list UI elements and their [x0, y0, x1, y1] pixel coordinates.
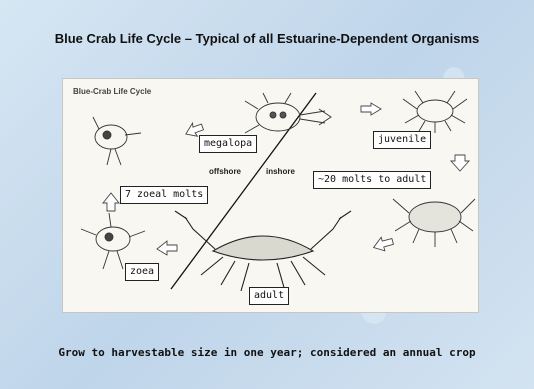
larva-illustration [93, 117, 141, 165]
stage-label-zoeal-molts: 7 zoeal molts [120, 186, 208, 204]
juvenile-crab-illustration [403, 91, 467, 133]
arrow-crab-to-adult [372, 235, 395, 254]
arrow-zoea-up [103, 193, 119, 211]
slide-caption: Grow to harvestable size in one year; co… [0, 346, 534, 359]
growing-crab-illustration [393, 199, 475, 247]
arrow-juvenile-down [451, 155, 469, 171]
zone-label-offshore: offshore [209, 167, 241, 176]
life-cycle-diagram: Blue-Crab Life Cycle megalopa juvenile 7… [62, 78, 479, 313]
stage-label-megalopa: megalopa [199, 135, 257, 153]
arrow-adult-to-zoea [157, 241, 177, 255]
panel-title: Blue-Crab Life Cycle [73, 87, 151, 96]
stage-label-adult: adult [249, 287, 289, 305]
zone-label-inshore: inshore [266, 167, 295, 176]
megalopa-illustration [245, 93, 331, 133]
slide-title: Blue Crab Life Cycle – Typical of all Es… [0, 31, 534, 46]
adult-crab-illustration [175, 211, 351, 291]
stage-label-molts-to-adult: ~20 molts to adult [313, 171, 431, 189]
stage-label-juvenile: juvenile [373, 131, 431, 149]
stage-label-zoea: zoea [125, 263, 159, 281]
arrow-megalopa-to-juvenile [361, 103, 381, 115]
zoea-illustration [81, 213, 145, 269]
